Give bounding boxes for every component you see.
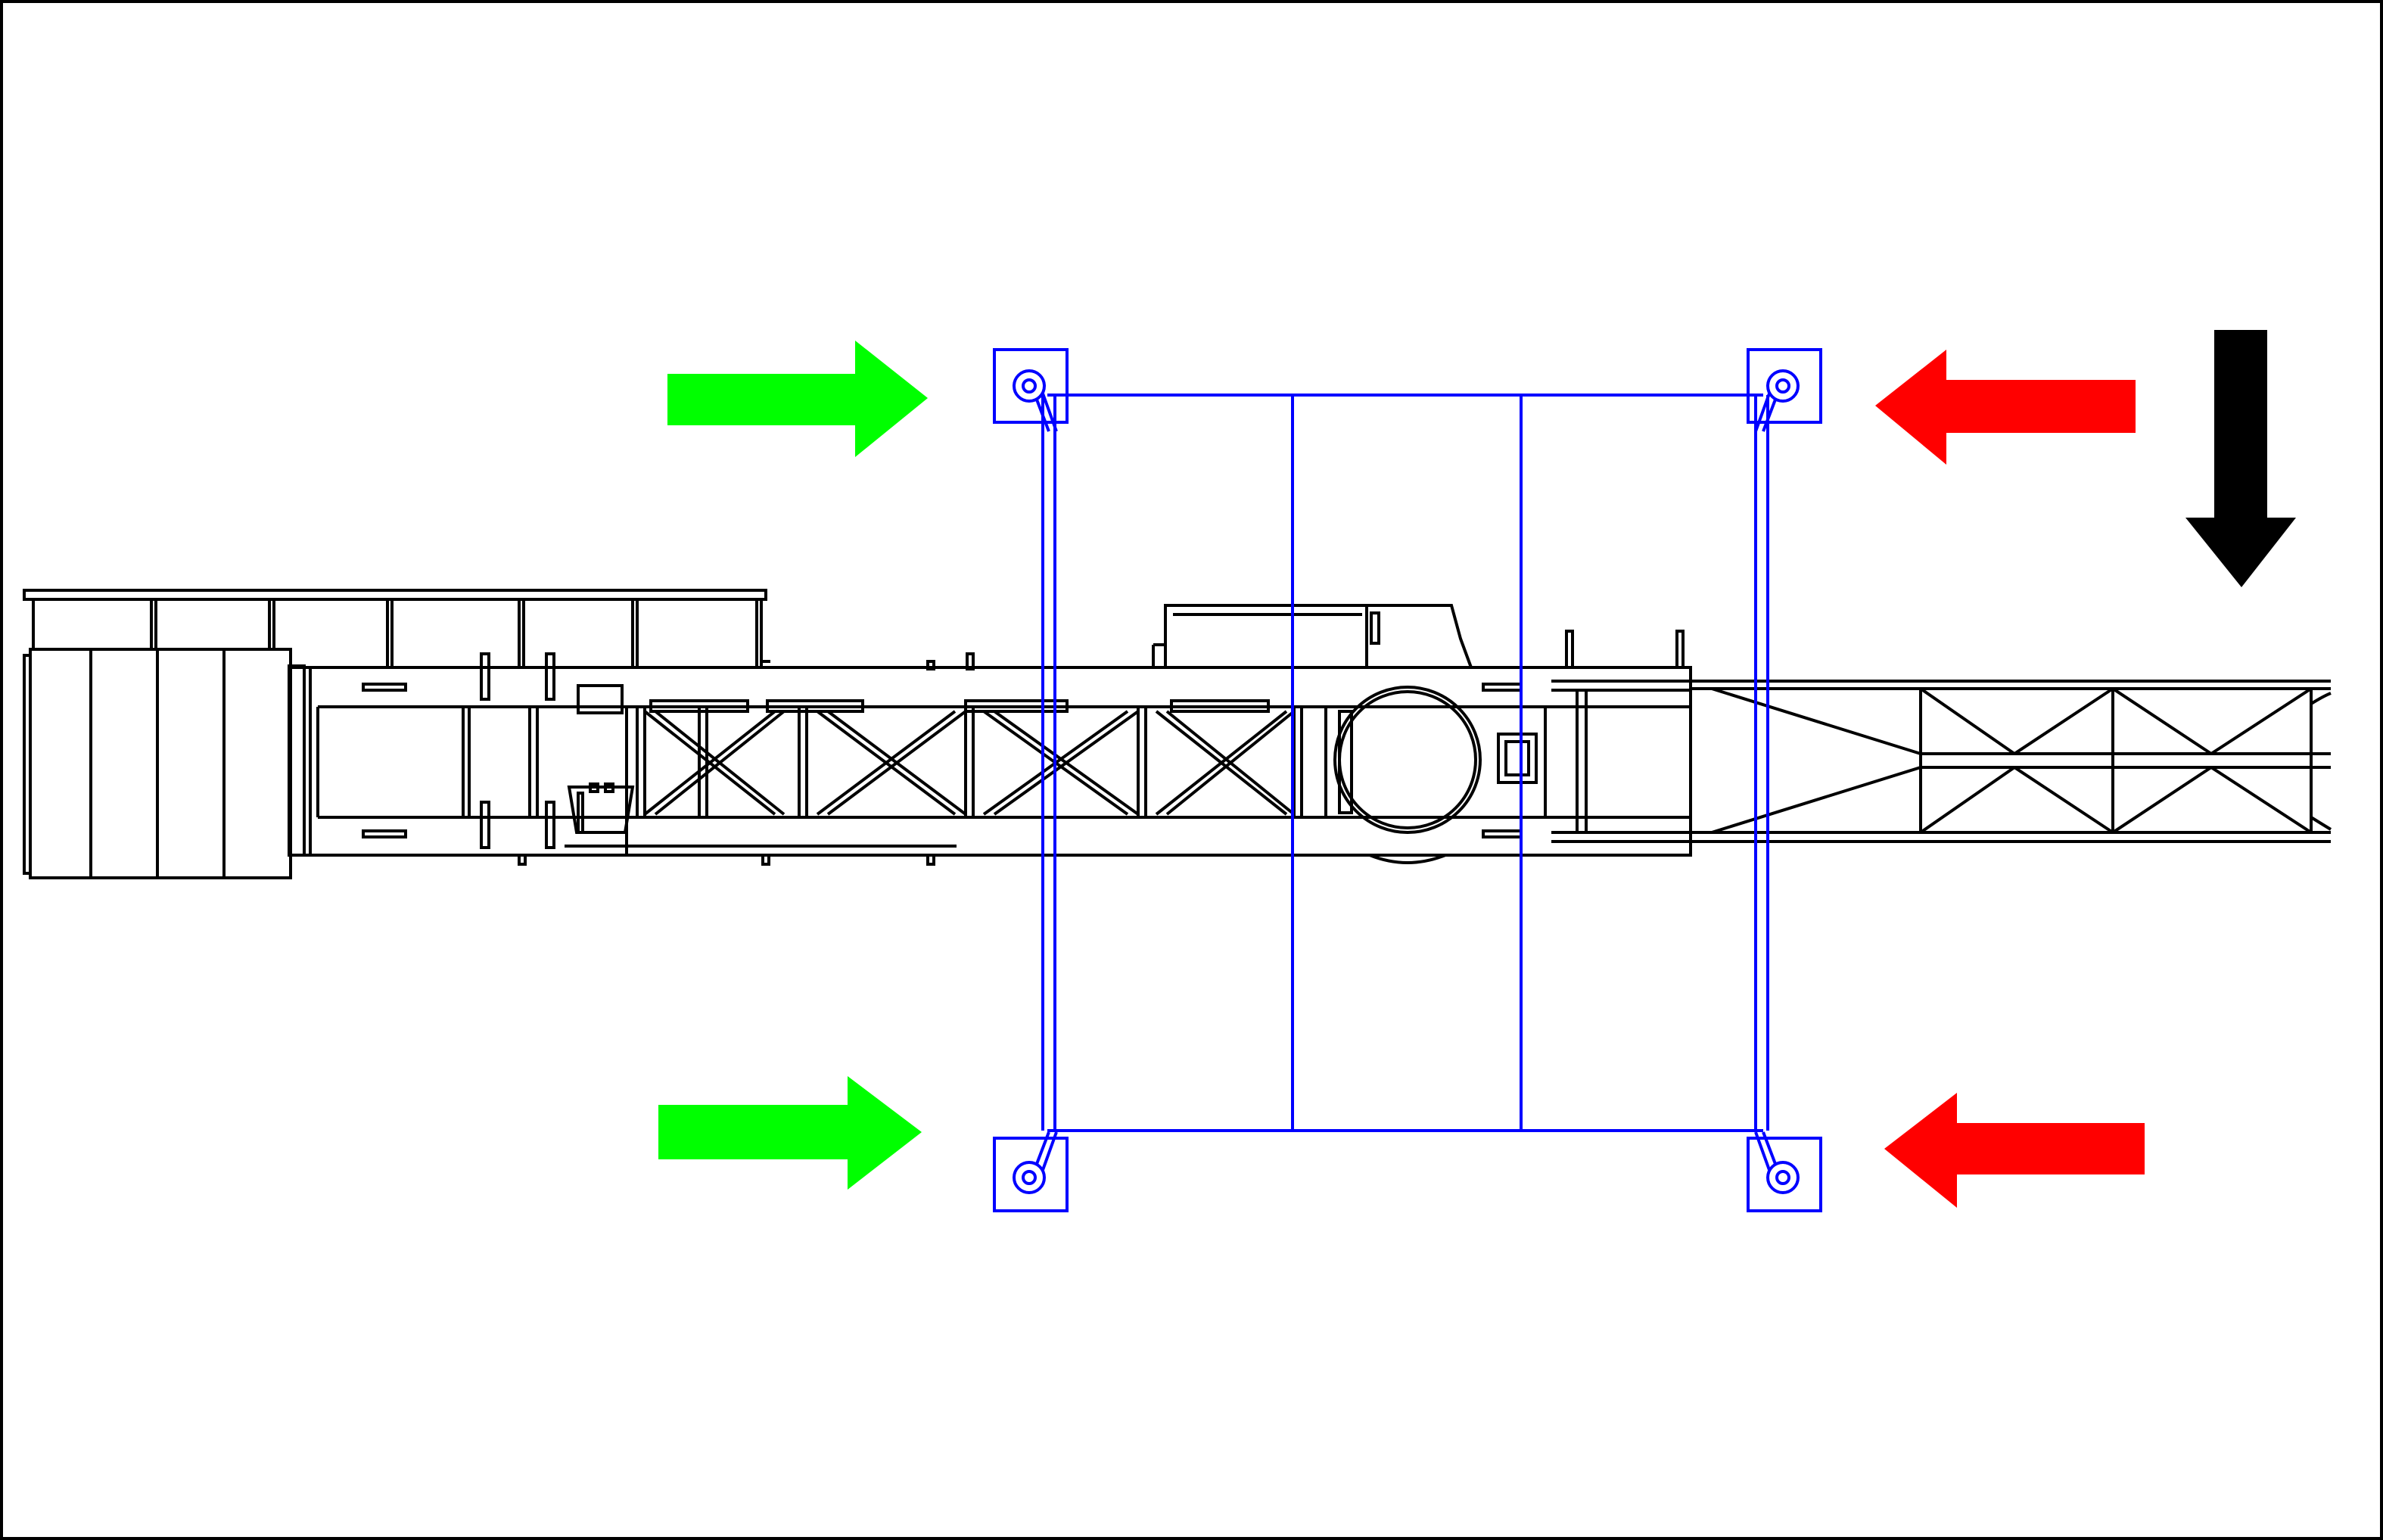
crane-structure [23, 589, 2332, 879]
green-arrow-right-icon [658, 1076, 922, 1190]
outrigger-frame [993, 348, 1822, 1212]
force-arrows [658, 330, 2296, 1208]
boom [1691, 680, 2332, 843]
hook-block [567, 782, 635, 834]
upper-platform [23, 589, 770, 667]
outrigger-pad-icon [993, 348, 1069, 432]
black-arrow-down-icon [2185, 330, 2296, 587]
superstructure [1152, 604, 1473, 669]
outrigger-pad-icon [1747, 1131, 1822, 1212]
outrigger-pad-icon [1747, 348, 1822, 432]
counterweight-block [23, 648, 306, 879]
outrigger-pad-icon [993, 1131, 1069, 1212]
slewing-drum [1324, 686, 1547, 864]
red-arrow-left-icon [1884, 1093, 2145, 1208]
green-arrow-right-icon [667, 341, 928, 457]
frame-end [1482, 630, 1691, 843]
lattice-section [636, 699, 1303, 817]
red-arrow-left-icon [1875, 350, 2136, 465]
